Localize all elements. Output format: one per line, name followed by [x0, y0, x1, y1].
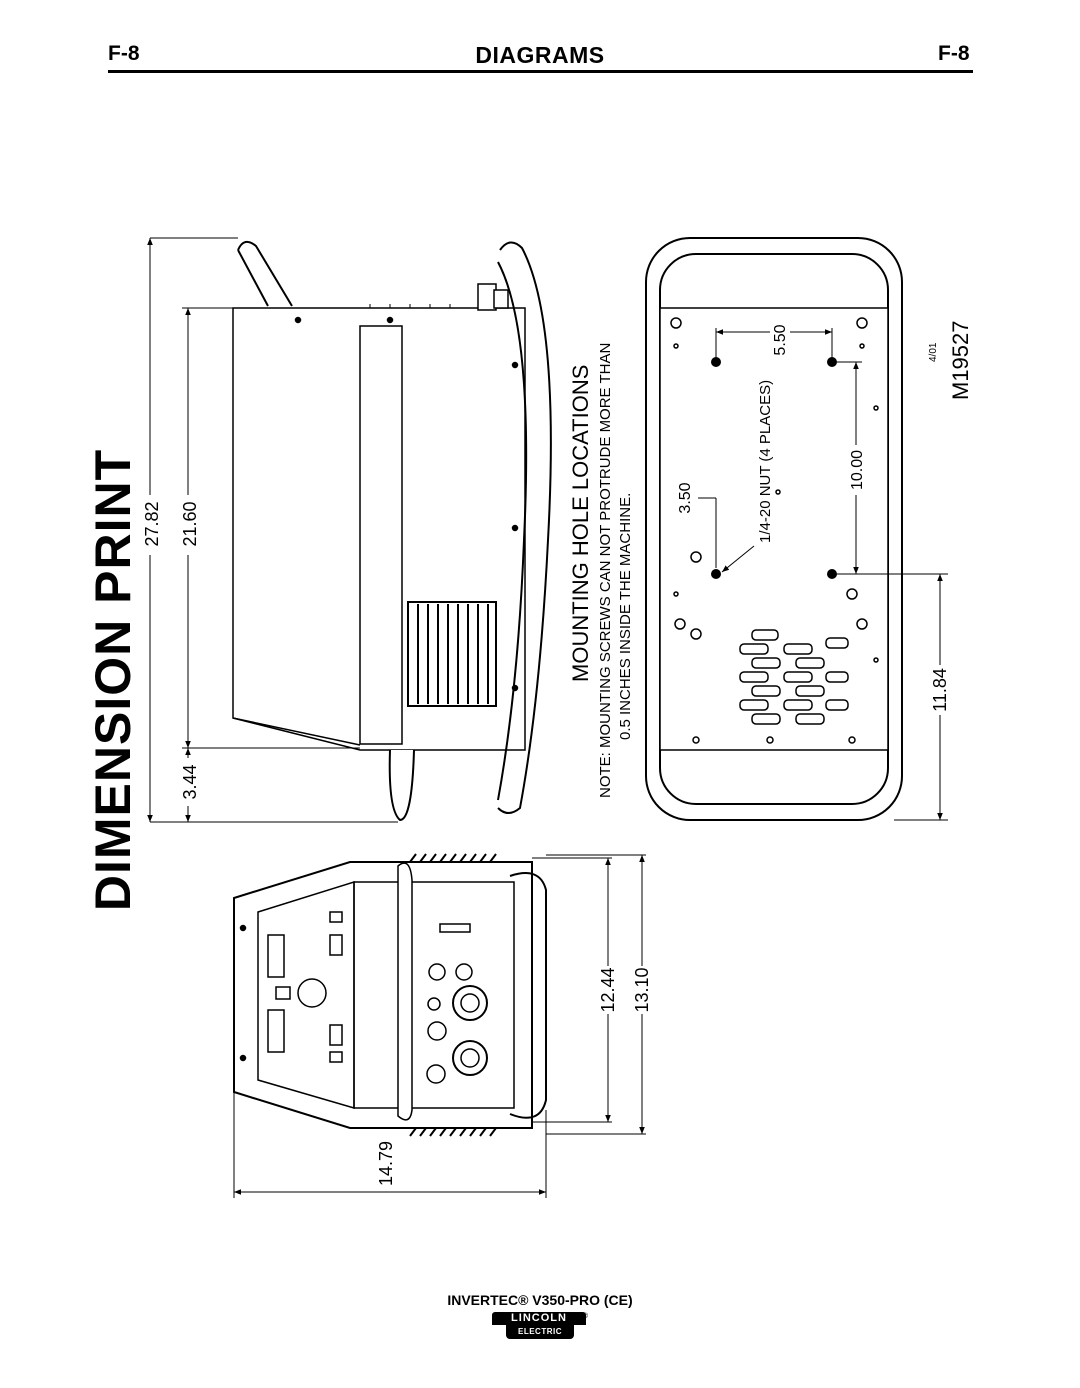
dim-bottom: 3.44 [180, 764, 200, 799]
bottom-view [645, 237, 903, 821]
dim-mount-d: 11.84 [930, 668, 950, 712]
drawing-title: DIMENSION PRINT [85, 449, 141, 911]
mounting-note-line1: NOTE: MOUNTING SCREWS CAN NOT PROTRUDE M… [597, 343, 614, 798]
mounting-heading: MOUNTING HOLE LOCATIONS [568, 365, 593, 682]
header-rule [108, 70, 973, 73]
dim-mount-b: 5.50 [772, 324, 789, 355]
footer-product-name: INVERTEC® V350-PRO (CE) [447, 1292, 633, 1308]
drawing-number: M19527 [948, 320, 973, 400]
front-view [233, 853, 547, 1137]
logo-top-text: LINCOLN [492, 1312, 586, 1325]
logo-registered-mark: ® [582, 1313, 588, 1320]
dim-width-inner: 12.44 [598, 967, 618, 1012]
section-title: DIAGRAMS [475, 42, 605, 68]
dim-depth: 14.79 [376, 1141, 396, 1186]
mounting-note-line2: 0.5 INCHES INSIDE THE MACHINE. [617, 493, 634, 740]
nut-label: 1/4-20 NUT (4 PLACES) [757, 380, 774, 543]
dim-mount-c: 10.00 [849, 450, 866, 490]
front-view-dimensions [233, 854, 646, 1198]
dim-overall-height: 27.82 [142, 501, 162, 546]
dim-case-height: 21.60 [180, 501, 200, 546]
revision-date: 4/01 [928, 342, 939, 362]
lincoln-electric-logo: LINCOLN ® ELECTRIC [492, 1312, 588, 1339]
side-view [232, 240, 552, 822]
page-number-right: F-8 [938, 42, 970, 65]
dim-width-outer: 13.10 [632, 967, 652, 1012]
page-number-left: F-8 [108, 42, 140, 65]
logo-bottom-text: ELECTRIC [506, 1325, 574, 1339]
dim-mount-a: 3.50 [677, 482, 694, 513]
